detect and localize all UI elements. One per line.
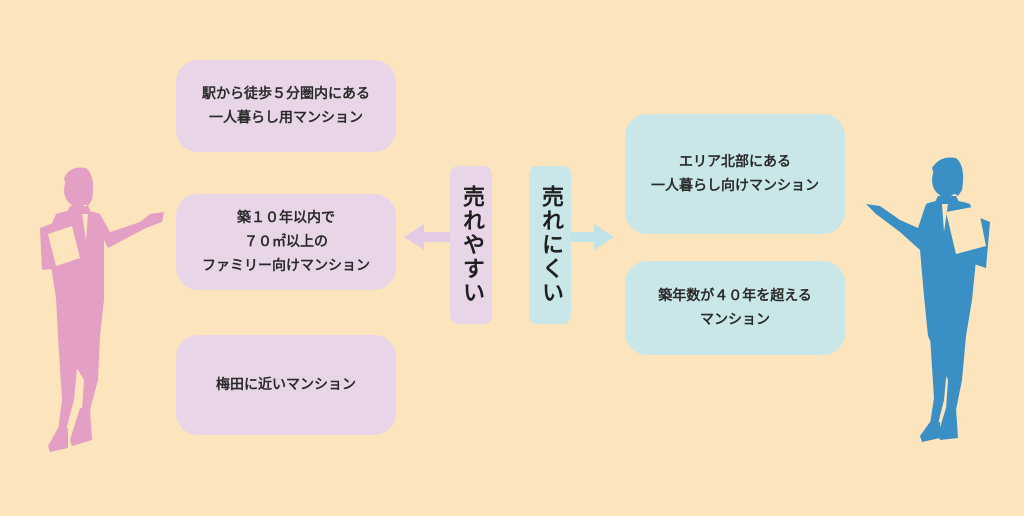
hard-item-1-line-1: エリア北部にある <box>679 154 791 170</box>
easy-item-1: 駅から徒歩５分圏内にある 一人暮らし用マンション <box>176 60 396 152</box>
easy-to-sell-label: 売れやすい <box>450 166 492 324</box>
easy-item-3-line-1: 梅田に近いマンション <box>216 377 356 393</box>
hard-item-1-line-2: 一人暮らし向けマンション <box>651 178 819 194</box>
easy-item-2-line-1: 築１０年以内で <box>237 210 335 226</box>
arrow-left-icon <box>404 224 450 250</box>
hard-item-2-line-2: マンション <box>700 312 770 328</box>
easy-item-1-line-2: 一人暮らし用マンション <box>209 110 363 126</box>
hard-to-sell-label: 売れにくい <box>529 166 571 324</box>
easy-item-1-line-1: 駅から徒歩５分圏内にある <box>202 86 370 102</box>
hard-item-2-line-1: 築年数が４０年を超える <box>658 288 812 304</box>
hard-item-1: エリア北部にある 一人暮らし向けマンション <box>625 114 845 234</box>
arrow-right-icon <box>571 224 614 250</box>
easy-item-2-line-2: ７０㎡以上の <box>244 234 328 250</box>
easy-item-2-line-3: ファミリー向けマンション <box>202 258 370 274</box>
easy-item-3: 梅田に近いマンション <box>176 335 396 435</box>
hard-item-2: 築年数が４０年を超える マンション <box>625 261 845 355</box>
easy-item-2: 築１０年以内で ７０㎡以上の ファミリー向けマンション <box>176 194 396 290</box>
